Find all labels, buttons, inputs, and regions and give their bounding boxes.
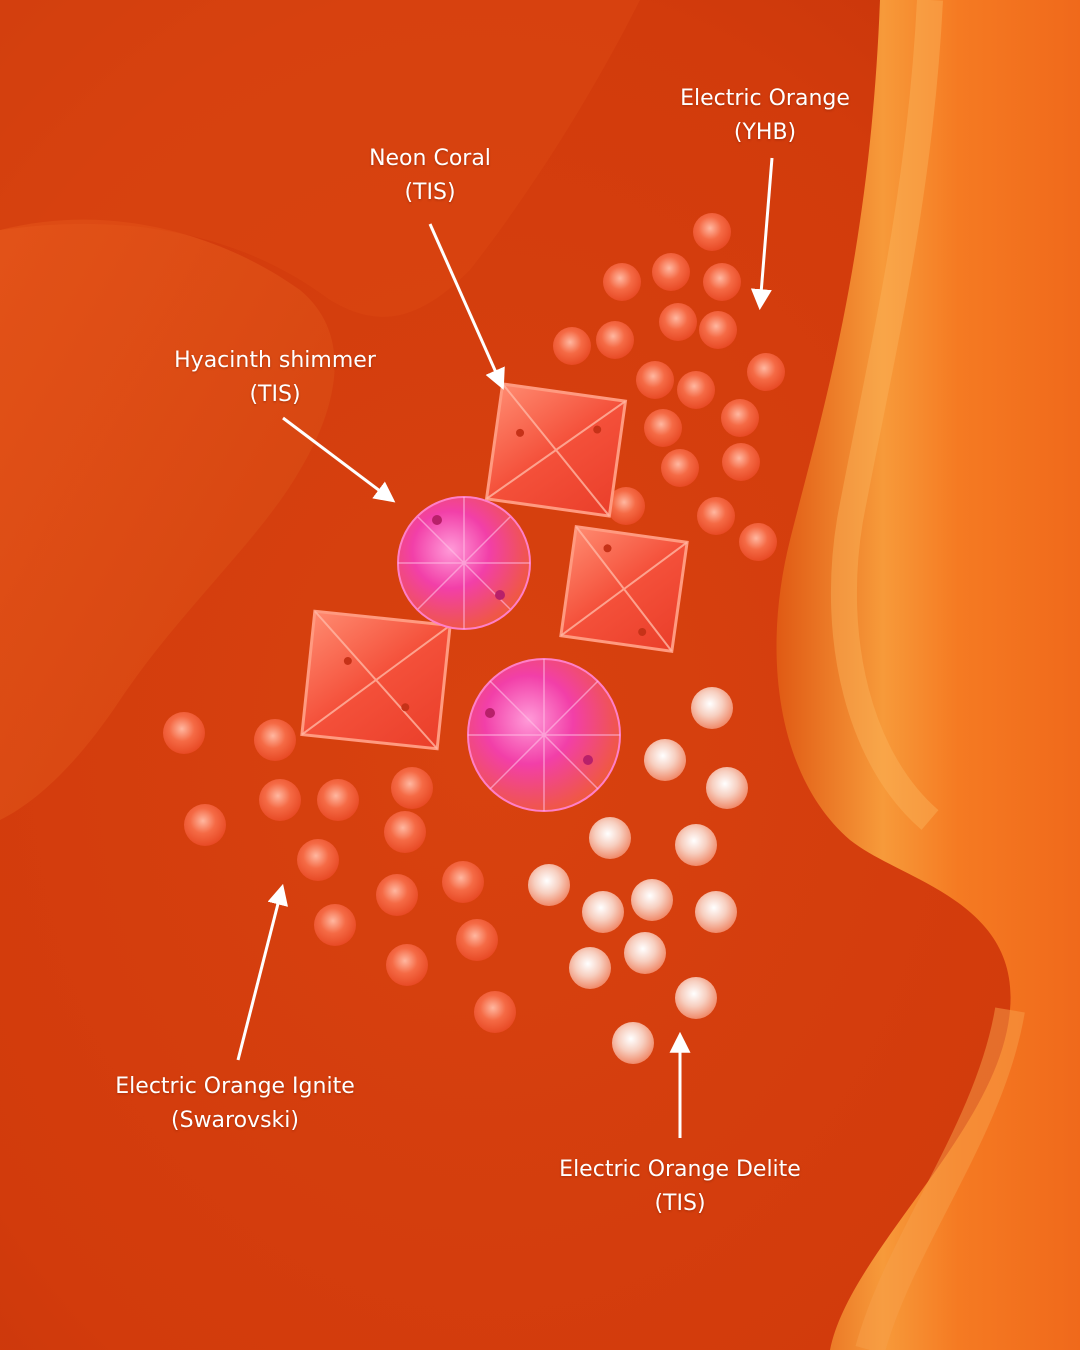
label-electric-orange: Electric Orange (YHB): [655, 82, 875, 150]
label-electric-orange-ignite: Electric Orange Ignite (Swarovski): [90, 1070, 380, 1138]
arrow-hyacinth-shimmer: [282, 416, 396, 503]
electric-orange-stones: [553, 213, 785, 561]
label-neon-coral: Neon Coral (TIS): [330, 142, 530, 210]
label-neon-coral-name: Neon Coral: [369, 146, 491, 171]
hyacinth-shimmer-round-stones: [397, 496, 621, 812]
electric-orange-delite-stones: [528, 687, 748, 1064]
neon-coral-square-stones: [300, 382, 689, 751]
label-electric-orange-delite-name: Electric Orange Delite: [559, 1157, 801, 1182]
label-electric-orange-brand: (YHB): [733, 120, 797, 145]
arrow-electric-orange-ignite: [236, 883, 289, 1061]
label-neon-coral-brand: (TIS): [404, 180, 456, 205]
label-electric-orange-name: Electric Orange: [680, 86, 850, 111]
electric-orange-ignite-stones: [163, 712, 516, 1033]
label-electric-orange-ignite-name: Electric Orange Ignite: [115, 1074, 355, 1099]
callout-arrows: [236, 157, 774, 1138]
label-hyacinth-shimmer-name: Hyacinth shimmer: [174, 348, 376, 373]
arrow-electric-orange: [750, 157, 774, 311]
arrow-neon-coral: [428, 223, 505, 390]
label-electric-orange-ignite-brand: (Swarovski): [171, 1108, 299, 1133]
label-electric-orange-delite: Electric Orange Delite (TIS): [530, 1153, 830, 1221]
label-electric-orange-delite-brand: (TIS): [654, 1191, 706, 1216]
label-hyacinth-shimmer-brand: (TIS): [249, 382, 301, 407]
label-hyacinth-shimmer: Hyacinth shimmer (TIS): [140, 344, 410, 412]
